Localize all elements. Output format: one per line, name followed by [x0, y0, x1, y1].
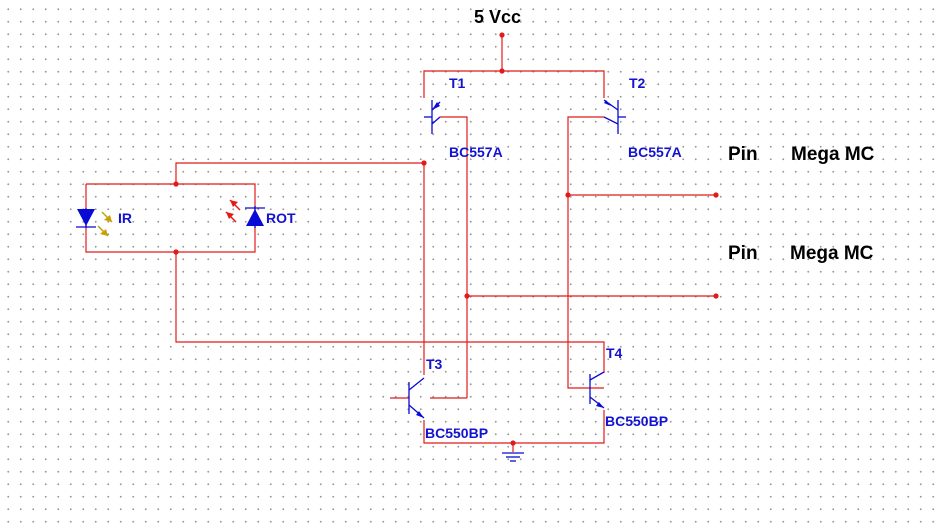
t1-part-label: BC557A: [449, 144, 503, 160]
t2-part-label: BC557A: [628, 144, 682, 160]
t1-base-wire: [175, 162, 424, 184]
t1-ref-label: T1: [449, 75, 466, 91]
vcc-rail: [423, 70, 605, 98]
t4-ref-label: T4: [606, 345, 623, 361]
supply-label: 5 Vcc: [474, 7, 521, 27]
junction-led-top: [173, 181, 179, 187]
t2-ref-label: T2: [629, 75, 646, 91]
pnp-transistor-icon: [424, 100, 441, 134]
pin-terminal-2: [713, 293, 719, 299]
net-led-bottom: [175, 252, 605, 373]
wires: [85, 35, 716, 452]
net-t1-collector: [440, 116, 716, 297]
ground-symbol-icon: [502, 452, 524, 462]
pin-terminal-1: [713, 192, 719, 198]
led-box: [85, 183, 256, 253]
output-1-pin-label: Pin: [728, 144, 758, 165]
t3-ref-label: T3: [426, 356, 443, 372]
output-2-pin-label: Pin: [728, 243, 758, 264]
junction-t1-base: [421, 160, 427, 166]
led-rot-label: ROT: [266, 210, 296, 226]
npn-transistor-icon: [589, 371, 605, 409]
junction-t1-net: [464, 293, 470, 299]
junction-ground: [510, 440, 516, 446]
output-2-target-label: Mega MC: [790, 243, 874, 264]
npn-transistor-icon: [408, 377, 425, 419]
led-diode-icon: [225, 199, 265, 228]
t4-part-label: BC550BP: [605, 413, 668, 429]
led-ir-label: IR: [118, 210, 132, 226]
led-diode-icon: [76, 208, 113, 237]
junction-led-bottom: [173, 249, 179, 255]
t3-part-label: BC550BP: [425, 425, 488, 441]
junction-vcc: [499, 32, 505, 38]
junction-t2-net: [565, 192, 571, 198]
net-t2-collector: [567, 116, 604, 389]
junctions: [173, 32, 719, 446]
output-1-target-label: Mega MC: [791, 144, 875, 165]
junction-vcc-rail: [499, 68, 505, 74]
pnp-transistor-icon: [603, 99, 626, 134]
